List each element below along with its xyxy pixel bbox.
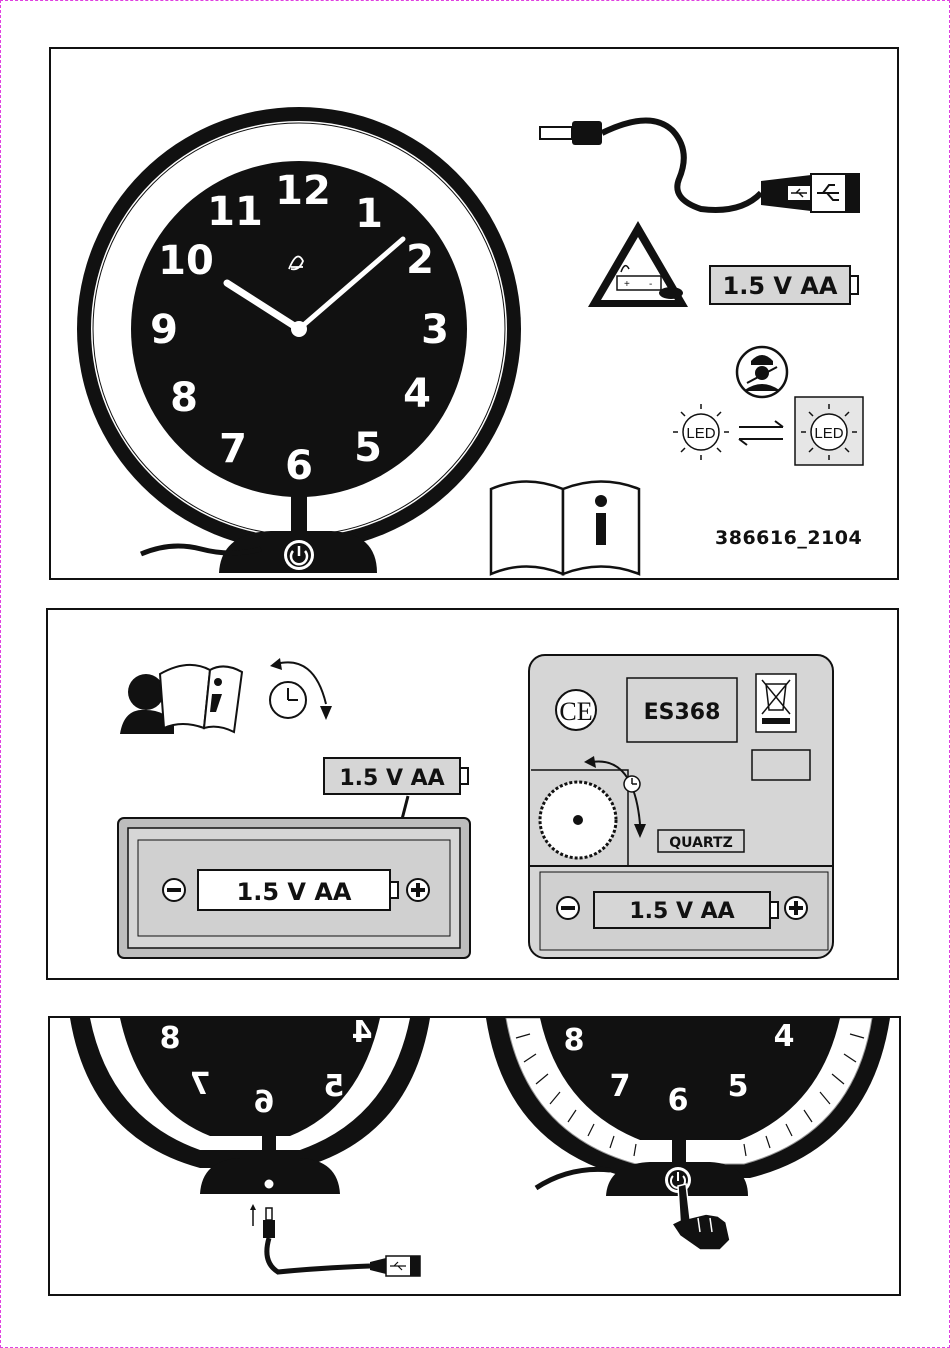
front-numeral-5: 5 (728, 1069, 749, 1104)
dc-jack-icon (250, 1204, 370, 1272)
clock-numeral-11: 11 (207, 189, 263, 235)
battery-compartment-label: 1.5 V AA (237, 878, 352, 906)
front-numeral-7: 7 (610, 1069, 631, 1104)
rear-numeral-4: 4 (352, 1018, 373, 1050)
power-connection-illustration: 4 5 6 7 8 (50, 1018, 899, 1294)
battery-compartment: 1.5 V AA (118, 818, 470, 958)
clock-numeral-12: 12 (275, 168, 331, 214)
rear-numeral-6: 6 (254, 1085, 275, 1120)
clock-numeral-1: 1 (355, 191, 383, 237)
battery-label-top: 1.5 V AA (339, 766, 444, 791)
quartz-label: QUARTZ (669, 835, 733, 851)
clock-numeral-2: 2 (406, 237, 434, 283)
clock-numeral-5: 5 (354, 425, 382, 471)
overview-illustration: 12 1 2 3 4 5 6 7 8 9 10 11 (51, 49, 897, 578)
rear-numeral-5: 5 (324, 1069, 345, 1104)
power-button-icon (284, 540, 314, 570)
led-icon: LED (795, 397, 863, 465)
front-numeral-8: 8 (564, 1023, 585, 1058)
svg-text:-: - (649, 279, 652, 290)
clock-numeral-4: 4 (403, 371, 431, 417)
battery-install-panel: 1.5 V AA 1.5 V AA CE ES368 (46, 608, 899, 980)
swap-arrows-icon (739, 421, 783, 445)
weee-bin-icon (756, 674, 796, 732)
clock-front-view: 8 7 6 5 4 (486, 1018, 890, 1196)
led-right-label: LED (814, 425, 843, 442)
led-icon: LED (673, 404, 729, 460)
back-battery-label: 1.5 V AA (629, 899, 734, 924)
rear-numeral-7: 7 (190, 1067, 211, 1102)
rear-numeral-8: 8 (160, 1021, 181, 1056)
clock-numeral-8: 8 (170, 375, 198, 421)
battery-leak-warning-icon: + - (588, 221, 688, 307)
read-manual-person-icon (120, 665, 242, 734)
clock-numeral-10: 10 (158, 238, 214, 284)
service-technician-icon (737, 347, 787, 397)
model-number: ES368 (644, 700, 721, 725)
front-numeral-6: 6 (668, 1083, 689, 1118)
clock-back-housing: CE ES368 QUARTZ (529, 655, 833, 958)
usb-plug-icon (370, 1256, 420, 1276)
usb-cable-icon (540, 120, 859, 212)
battery-icon: 1.5 V AA (710, 266, 858, 304)
front-numeral-4: 4 (774, 1019, 795, 1054)
clock-icon: 12 1 2 3 4 5 6 7 8 9 10 11 (77, 107, 521, 573)
power-connection-panel: 4 5 6 7 8 (48, 1016, 901, 1296)
rotate-clock-icon (270, 658, 332, 720)
led-left-label: LED (686, 425, 715, 442)
battery-install-illustration: 1.5 V AA 1.5 V AA CE ES368 (48, 610, 897, 978)
product-code: 386616_2104 (715, 527, 862, 549)
svg-text:+: + (624, 279, 630, 290)
battery-icon: 1.5 V AA (324, 758, 468, 794)
clock-rear-view: 4 5 6 7 8 (70, 1018, 430, 1194)
clock-numeral-7: 7 (219, 426, 247, 472)
clock-numeral-3: 3 (421, 307, 449, 353)
clock-numeral-9: 9 (150, 307, 178, 353)
clock-numeral-6: 6 (285, 443, 313, 489)
overview-panel: 12 1 2 3 4 5 6 7 8 9 10 11 (49, 47, 899, 580)
ce-mark: CE (559, 697, 592, 726)
battery-label: 1.5 V AA (723, 272, 838, 300)
